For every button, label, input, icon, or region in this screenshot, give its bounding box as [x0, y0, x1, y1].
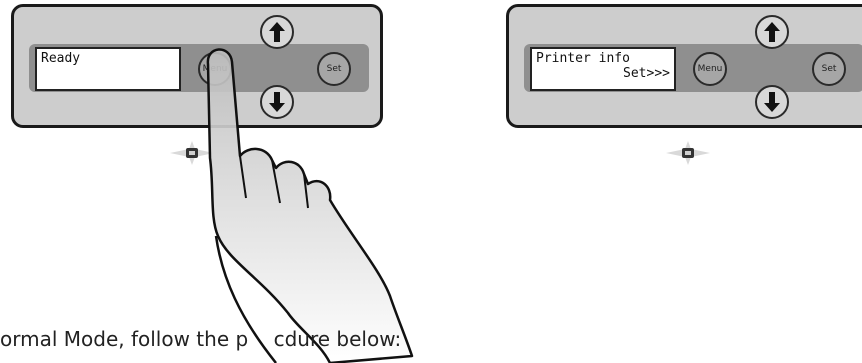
set-button[interactable]: Set: [812, 52, 846, 86]
lcd-line-1: Printer info: [536, 51, 630, 66]
pointing-hand-icon: [206, 48, 414, 363]
set-button-label: Set: [821, 64, 837, 74]
down-button[interactable]: [260, 85, 294, 119]
arrow-up-icon: [269, 22, 285, 42]
led-blink-icon: [170, 141, 214, 165]
down-button[interactable]: [755, 85, 789, 119]
led-blink-icon: [666, 141, 710, 165]
set-button[interactable]: Set: [317, 52, 351, 86]
lcd-line-1: Ready: [41, 51, 81, 66]
control-panel-left: Ready Menu Set: [11, 4, 383, 128]
arrow-up-icon: [764, 22, 780, 42]
arrow-down-icon: [269, 92, 285, 112]
lcd-display: Ready: [35, 47, 181, 91]
caption-text: ormal Mode, follow the p cdure below:: [0, 327, 402, 351]
set-button-label: Set: [326, 64, 342, 74]
menu-button-label: Menu: [697, 64, 723, 74]
lcd-line-2: Set>>>: [623, 66, 670, 81]
up-button[interactable]: [755, 15, 789, 49]
up-button[interactable]: [260, 15, 294, 49]
menu-button[interactable]: Menu: [693, 52, 727, 86]
arrow-down-icon: [764, 92, 780, 112]
